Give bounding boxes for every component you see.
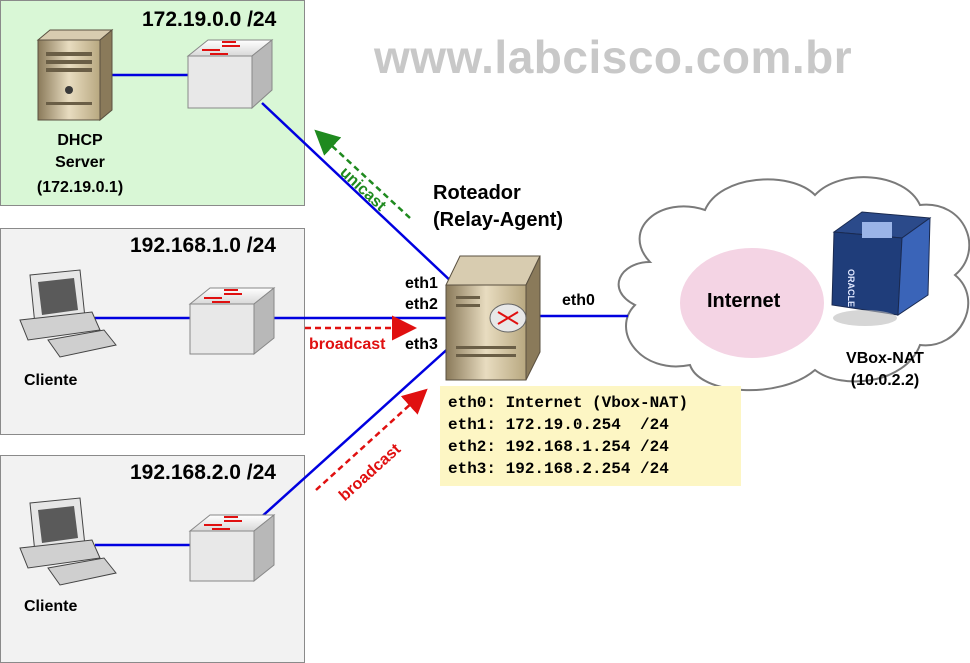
internet-ellipse (680, 248, 824, 358)
network-label-lan2: 192.168.2.0 /24 (130, 461, 276, 484)
link-switch-router-eth3 (257, 344, 453, 521)
pc-icon-client2 (19, 497, 117, 586)
config-line-eth1: eth1: 172.19.0.254 /24 (448, 416, 669, 434)
router-title-line2: (Relay-Agent) (433, 209, 564, 231)
vbox-name: VBox-NAT (846, 350, 924, 367)
router-icon (445, 255, 541, 381)
iface-eth1: eth1 (405, 275, 438, 292)
config-line-eth0: eth0: Internet (Vbox-NAT) (448, 394, 689, 412)
vbox-logo-product: VirtualBox (934, 229, 944, 274)
switch-icon-dhcp (186, 38, 274, 110)
switch-icon-lan2 (188, 513, 276, 583)
network-label-lan1: 192.168.1.0 /24 (130, 234, 276, 257)
watermark: www.labcisco.com.br (374, 31, 853, 83)
broadcast-label-1: broadcast (309, 336, 386, 353)
link-switch-router-eth1 (261, 102, 456, 286)
unicast-arrow (314, 129, 411, 219)
router-title-line1: Roteador (433, 182, 521, 204)
router-title: Roteador (Relay-Agent) (433, 180, 563, 234)
server-icon (36, 28, 114, 122)
broadcast-arrow-2 (315, 388, 428, 491)
vbox-label: VBox-NAT (10.0.2.2) (835, 348, 935, 392)
interface-config-box: eth0: Internet (Vbox-NAT) eth1: 172.19.0… (440, 386, 741, 486)
pc-icon-client1 (19, 269, 117, 358)
iface-eth2: eth2 (405, 296, 438, 313)
switch-icon-lan1 (188, 286, 276, 356)
vbox-logo-brand: ORACLE (846, 269, 856, 307)
iface-eth0: eth0 (562, 292, 595, 309)
internet-label: Internet (707, 290, 781, 312)
network-label-dhcp: 172.19.0.0 /24 (142, 8, 277, 31)
dhcp-server-line1: DHCP (57, 132, 103, 149)
vbox-ip: (10.0.2.2) (850, 372, 920, 389)
dhcp-server-line2: Server (55, 154, 105, 171)
config-line-eth3: eth3: 192.168.2.254 /24 (448, 460, 669, 478)
client2-label: Cliente (24, 598, 78, 615)
dhcp-server-label: DHCP Server (172.19.0.1) (20, 130, 140, 199)
dhcp-server-ip: (172.19.0.1) (36, 179, 124, 196)
config-line-eth2: eth2: 192.168.1.254 /24 (448, 438, 669, 456)
iface-eth3: eth3 (405, 336, 438, 353)
client1-label: Cliente (24, 372, 78, 389)
virtualbox-logo: ORACLE VirtualBox (831, 211, 944, 326)
